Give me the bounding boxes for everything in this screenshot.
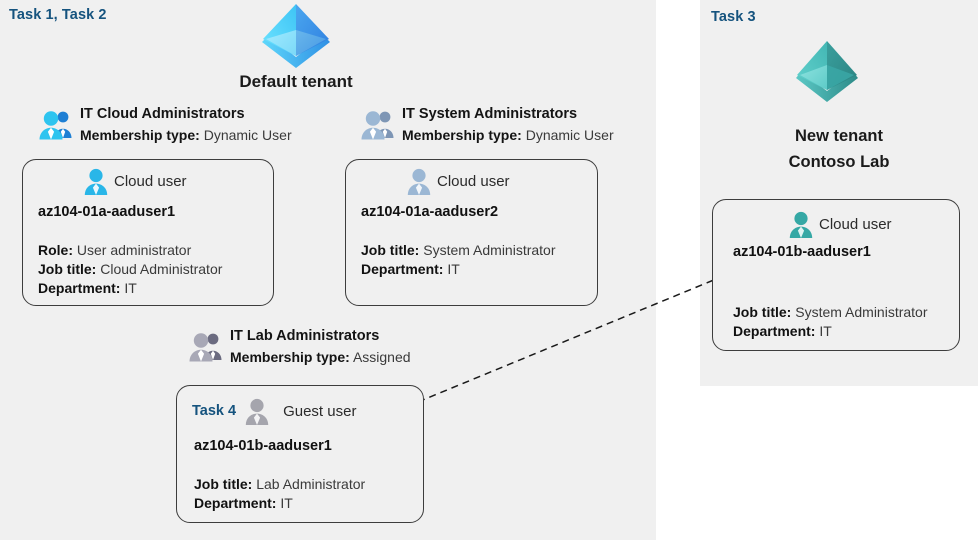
- card-prop-label: Role:: [38, 242, 73, 258]
- card-properties: Job title: Lab Administrator Department:…: [194, 475, 365, 513]
- card-properties: Role: User administrator Job title: Clou…: [38, 241, 222, 298]
- user-card-az104-01a-aaduser2[interactable]: Cloud user az104-01a-aaduser2 Job title:…: [345, 159, 598, 306]
- card-user-name: az104-01a-aaduser2: [361, 204, 499, 220]
- card-prop-job-title: Job title: System Administrator: [361, 241, 556, 260]
- card-prop-label: Department:: [733, 323, 816, 339]
- card-prop-value: IT: [124, 280, 137, 296]
- card-prop-value: IT: [819, 323, 832, 339]
- group-title: IT System Administrators: [402, 106, 578, 122]
- card-header: Cloud user: [83, 167, 187, 195]
- group-membership-label: Membership type:: [80, 127, 200, 143]
- group-title: IT Cloud Administrators: [80, 106, 245, 122]
- card-prop-department: Department: IT: [361, 260, 556, 279]
- card-header-label: Guest user: [283, 402, 357, 420]
- cloud-user-icon: [788, 210, 814, 238]
- new-tenant-caption-line2: Contoso Lab: [788, 153, 890, 171]
- card-header-label: Cloud user: [114, 172, 187, 190]
- card-prop-value: User administrator: [76, 242, 192, 258]
- card-prop-job-title: Job title: Cloud Administrator: [38, 260, 222, 279]
- group-membership-label: Membership type:: [402, 127, 522, 143]
- card-prop-role: Role: User administrator: [38, 241, 222, 260]
- card-user-name: az104-01b-aaduser1: [194, 438, 332, 454]
- task-label-right-panel: Task 3: [711, 9, 756, 25]
- group-membership-value: Dynamic User: [203, 127, 292, 143]
- card-prop-value: Lab Administrator: [256, 476, 366, 492]
- card-prop-value: IT: [280, 495, 293, 511]
- default-tenant-caption: Default tenant: [239, 72, 353, 91]
- card-prop-value: Cloud Administrator: [100, 261, 223, 277]
- user-card-guest-az104-01b-aaduser1[interactable]: Task 4 Guest user az104-01b-aaduser1 Job…: [176, 385, 424, 523]
- card-properties: Job title: System Administrator Departme…: [733, 303, 928, 341]
- card-task-label: Task 4: [192, 403, 237, 419]
- user-card-az104-01a-aaduser1[interactable]: Cloud user az104-01a-aaduser1 Role: User…: [22, 159, 274, 306]
- card-prop-label: Job title:: [38, 261, 97, 277]
- card-prop-label: Department:: [38, 280, 121, 296]
- card-prop-value: System Administrator: [423, 242, 556, 258]
- group-membership-type: Membership type: Assigned: [230, 347, 411, 367]
- card-properties: Job title: System Administrator Departme…: [361, 241, 556, 279]
- group-it-cloud-administrators: IT Cloud Administrators Membership type:…: [38, 104, 292, 145]
- group-users-icon: [38, 108, 74, 140]
- card-header: Cloud user: [406, 167, 510, 195]
- group-title: IT Lab Administrators: [230, 328, 380, 344]
- group-membership-value: Assigned: [352, 349, 411, 365]
- group-membership-type: Membership type: Dynamic User: [402, 125, 614, 145]
- group-membership-label: Membership type:: [230, 349, 350, 365]
- new-tenant-caption-line1: New tenant: [794, 127, 883, 145]
- card-prop-job-title: Job title: System Administrator: [733, 303, 928, 322]
- default-tenant-icon: [258, 2, 334, 68]
- card-user-name: az104-01b-aaduser1: [733, 244, 871, 260]
- card-prop-job-title: Job title: Lab Administrator: [194, 475, 365, 494]
- card-prop-label: Department:: [194, 495, 277, 511]
- guest-user-icon: [244, 397, 270, 425]
- card-header-label: Cloud user: [437, 172, 510, 190]
- card-header-label: Cloud user: [819, 215, 892, 233]
- card-prop-department: Department: IT: [194, 494, 365, 513]
- card-user-name: az104-01a-aaduser1: [38, 204, 176, 220]
- group-it-lab-administrators: IT Lab Administrators Membership type: A…: [188, 326, 411, 367]
- card-header: Cloud user: [788, 210, 892, 238]
- card-prop-department: Department: IT: [38, 279, 222, 298]
- card-header: Task 4 Guest user: [192, 397, 356, 425]
- task-label-left-panel: Task 1, Task 2: [9, 7, 107, 23]
- new-tenant-icon: [793, 38, 861, 104]
- card-prop-label: Job title:: [733, 304, 792, 320]
- card-prop-value: System Administrator: [795, 304, 928, 320]
- cloud-user-icon: [406, 167, 432, 195]
- cloud-user-icon: [83, 167, 109, 195]
- group-users-icon: [360, 108, 396, 140]
- card-prop-label: Job title:: [361, 242, 420, 258]
- group-membership-value: Dynamic User: [525, 127, 614, 143]
- card-prop-department: Department: IT: [733, 322, 928, 341]
- card-prop-label: Department:: [361, 261, 444, 277]
- card-prop-label: Job title:: [194, 476, 253, 492]
- user-card-cloud-az104-01b-aaduser1[interactable]: Cloud user az104-01b-aaduser1 Job title:…: [712, 199, 960, 351]
- group-it-system-administrators: IT System Administrators Membership type…: [360, 104, 614, 145]
- card-prop-value: IT: [447, 261, 460, 277]
- group-membership-type: Membership type: Dynamic User: [80, 125, 292, 145]
- new-tenant-caption: New tenant Contoso Lab: [700, 123, 978, 175]
- group-users-icon: [188, 330, 224, 362]
